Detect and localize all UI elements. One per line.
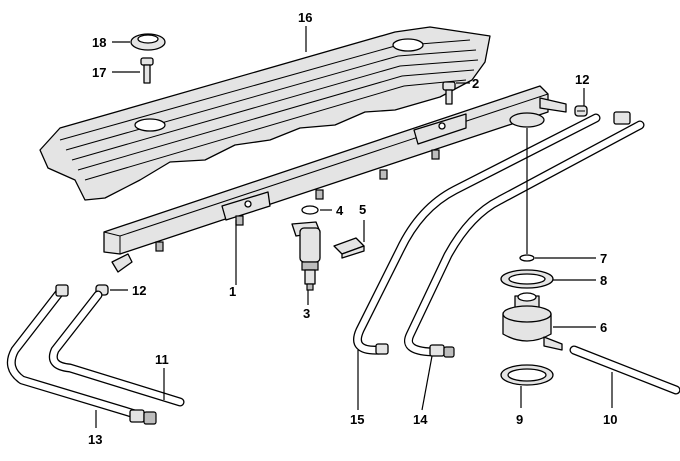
rail-inlet-nipple xyxy=(111,253,133,273)
o-ring-injector xyxy=(301,205,319,215)
o-ring-regulator xyxy=(519,254,535,262)
fuel-line-11 xyxy=(48,290,185,407)
callout-14: 14 xyxy=(413,412,428,427)
callout-10: 10 xyxy=(603,412,617,427)
regulator-seal-ring xyxy=(500,269,554,289)
callout-17: 17 xyxy=(92,65,106,80)
callout-6: 6 xyxy=(600,320,607,335)
hose-end-fitting-13 xyxy=(129,409,157,425)
hose-clamp-top xyxy=(574,105,588,117)
injector-clip xyxy=(333,237,365,259)
callout-1: 1 xyxy=(229,284,236,299)
callout-7: 7 xyxy=(600,251,607,266)
fuel-pressure-regulator xyxy=(502,292,563,351)
callout-8: 8 xyxy=(600,273,607,288)
callout-16: 16 xyxy=(298,10,312,25)
callout-18: 18 xyxy=(92,35,106,50)
callout-5: 5 xyxy=(359,202,366,217)
callout-15: 15 xyxy=(350,412,364,427)
callout-2: 2 xyxy=(472,76,479,91)
callout-11: 11 xyxy=(155,352,169,367)
hose-tip-top xyxy=(613,111,631,125)
fuel-line-13 xyxy=(6,287,153,423)
regulator-clamp-ring xyxy=(500,364,554,386)
rail-bolt xyxy=(442,81,456,105)
hose-tip-13-top xyxy=(55,284,69,297)
fuel-injector xyxy=(291,221,321,291)
return-hose xyxy=(569,345,680,395)
pressure-regulator-mount xyxy=(509,112,545,128)
callout-3: 3 xyxy=(303,306,310,321)
callout-12-left: 12 xyxy=(132,283,146,298)
callout-9: 9 xyxy=(516,412,523,427)
cover-bolt xyxy=(140,57,154,84)
leader-lines xyxy=(95,26,613,428)
hose-end-fitting-14 xyxy=(429,344,455,358)
engine-cover xyxy=(39,26,491,201)
hose-end-fitting-15 xyxy=(375,343,389,355)
fuel-rail xyxy=(103,85,567,255)
cap-nut xyxy=(130,33,166,51)
callout-13: 13 xyxy=(88,432,102,447)
callout-4: 4 xyxy=(336,203,344,218)
callout-12-top: 12 xyxy=(575,72,589,87)
fuel-line-14 xyxy=(404,120,645,357)
fuel-line-15 xyxy=(353,113,601,355)
